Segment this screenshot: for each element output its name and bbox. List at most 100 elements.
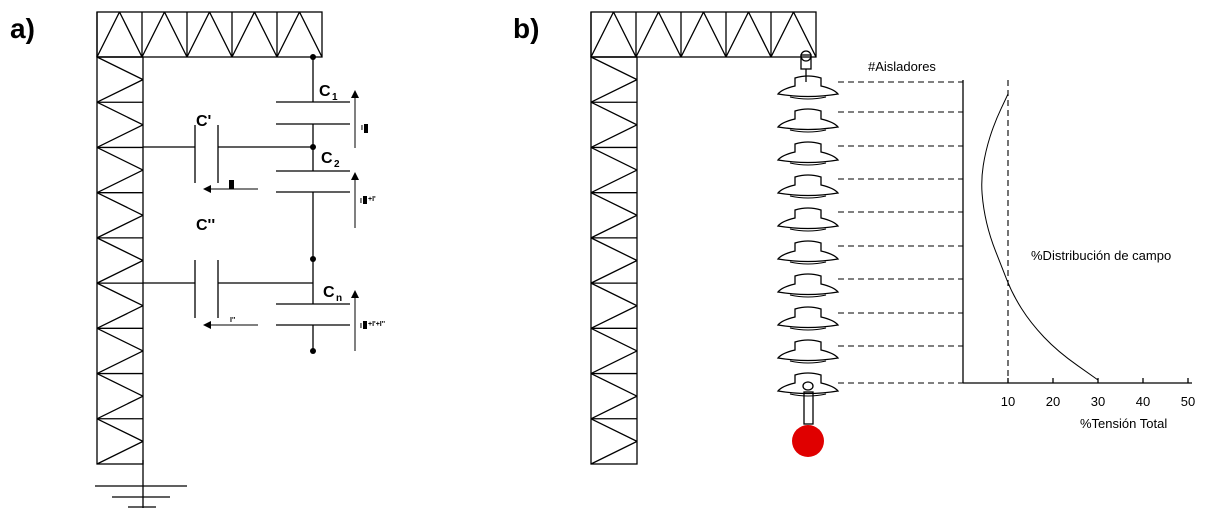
tower-beam-brace xyxy=(635,11,660,58)
svg-text:C: C xyxy=(319,83,331,100)
tower-mast-brace xyxy=(590,169,638,194)
svg-text:1: 1 xyxy=(332,92,338,103)
tower-beam-brace xyxy=(96,11,121,58)
tower-mast-brace xyxy=(96,192,144,216)
tower-beam-brace xyxy=(186,11,211,58)
tower-mast-brace xyxy=(96,440,144,465)
tower-mast-brace xyxy=(96,395,144,420)
tower-mast-brace xyxy=(590,214,638,239)
tower-beam-brace xyxy=(253,11,278,58)
x-axis-title: %Tensión Total xyxy=(1080,416,1167,431)
shunt-capacitor-cdouble xyxy=(143,260,313,318)
svg-text:2: 2 xyxy=(334,159,340,170)
tower-mast-brace xyxy=(590,350,638,375)
tower-mast-brace xyxy=(96,259,144,284)
tower-mast-brace xyxy=(590,79,638,103)
tower-mast-brace xyxy=(96,282,144,307)
insulator-disc xyxy=(776,174,840,197)
tower-beam-brace xyxy=(298,11,323,58)
tower-mast-brace xyxy=(590,192,638,216)
svg-text:C: C xyxy=(321,150,333,167)
leak-arrow-1 xyxy=(203,180,258,193)
tower-mast-brace xyxy=(96,327,144,352)
insulators-axis-label: #Aisladores xyxy=(868,59,936,74)
tower-beam-brace xyxy=(725,11,750,58)
tower-mast-brace xyxy=(96,101,144,126)
insulator-rib xyxy=(789,294,827,298)
capacitor-string xyxy=(276,54,350,354)
insulator-bottom-fitting xyxy=(802,381,814,425)
tower-beam-brace xyxy=(276,11,301,58)
svg-text:I: I xyxy=(360,198,362,205)
shunt-capacitor-cprime xyxy=(143,125,313,183)
svg-text:I: I xyxy=(360,323,362,330)
insulator-rib xyxy=(789,393,827,397)
tower-mast-brace xyxy=(96,79,144,103)
tower-beam-brace xyxy=(770,11,795,58)
tower-mast-brace xyxy=(96,169,144,194)
tower-mast-brace xyxy=(590,282,638,307)
insulator-rib xyxy=(789,228,827,232)
tower-beam-brace xyxy=(231,11,256,58)
tower-beam-brace xyxy=(590,11,615,58)
label-cdouble: C'' xyxy=(196,217,215,234)
insulator-disc xyxy=(776,240,840,263)
tower-beam-brace xyxy=(657,11,682,58)
panel-b-label: b) xyxy=(513,13,539,44)
tower-mast-brace xyxy=(590,146,638,171)
tower-mast-brace xyxy=(590,418,638,442)
insulator-level-lines xyxy=(838,81,963,384)
svg-text:+I': +I' xyxy=(368,196,376,203)
tower-beam-brace xyxy=(702,11,727,58)
current-arrow-2: I +I' xyxy=(351,172,376,228)
tower-mast-brace xyxy=(590,305,638,329)
svg-text:+I'+I'': +I'+I'' xyxy=(368,321,385,328)
tower-beam-brace xyxy=(208,11,233,58)
tower-mast-brace xyxy=(590,440,638,465)
insulator-hanger xyxy=(800,50,812,82)
leak-arrow-2: I'' xyxy=(203,317,258,329)
insulator-rib xyxy=(789,96,827,100)
tower-mast-frame xyxy=(590,56,638,465)
tower-mast-brace xyxy=(590,372,638,397)
tower-mast-brace xyxy=(590,395,638,420)
insulator-rib xyxy=(789,261,827,265)
tower-a xyxy=(96,11,323,465)
insulator-rib xyxy=(789,195,827,199)
insulator-disc xyxy=(776,141,840,164)
tower-beam-brace xyxy=(792,11,817,58)
insulator-disc xyxy=(776,108,840,131)
x-tick-label: 20 xyxy=(1046,394,1060,409)
current-arrow-1: I xyxy=(351,90,368,148)
tower-mast-brace xyxy=(590,101,638,126)
label-cn: C n xyxy=(323,284,342,304)
insulator-disc xyxy=(776,339,840,362)
tower-beam-brace xyxy=(747,11,772,58)
conductor-load xyxy=(792,425,824,457)
x-tick-label: 40 xyxy=(1136,394,1150,409)
tower-mast-brace xyxy=(590,327,638,352)
tower-mast-brace xyxy=(590,259,638,284)
label-cprime: C' xyxy=(196,113,211,130)
tower-b xyxy=(590,11,817,465)
insulator-disc xyxy=(776,207,840,230)
insulator-disc xyxy=(776,75,840,98)
tower-mast-brace xyxy=(96,372,144,397)
tower-mast-brace xyxy=(96,237,144,262)
field-distribution-curve xyxy=(981,93,1099,381)
tower-mast-brace xyxy=(96,124,144,149)
label-c2: C 2 xyxy=(321,150,340,170)
svg-text:n: n xyxy=(336,293,342,304)
tower-mast-brace xyxy=(96,56,144,81)
x-tick-label: 50 xyxy=(1181,394,1195,409)
panel-a-label: a) xyxy=(10,13,35,44)
label-c1: C 1 xyxy=(319,83,338,103)
tower-mast-brace xyxy=(96,418,144,442)
insulator-rib xyxy=(789,162,827,166)
insulator-disc xyxy=(776,372,840,395)
insulator-disc xyxy=(776,306,840,329)
field-distribution-label: %Distribución de campo xyxy=(1031,248,1171,263)
tower-beam-brace xyxy=(118,11,143,58)
